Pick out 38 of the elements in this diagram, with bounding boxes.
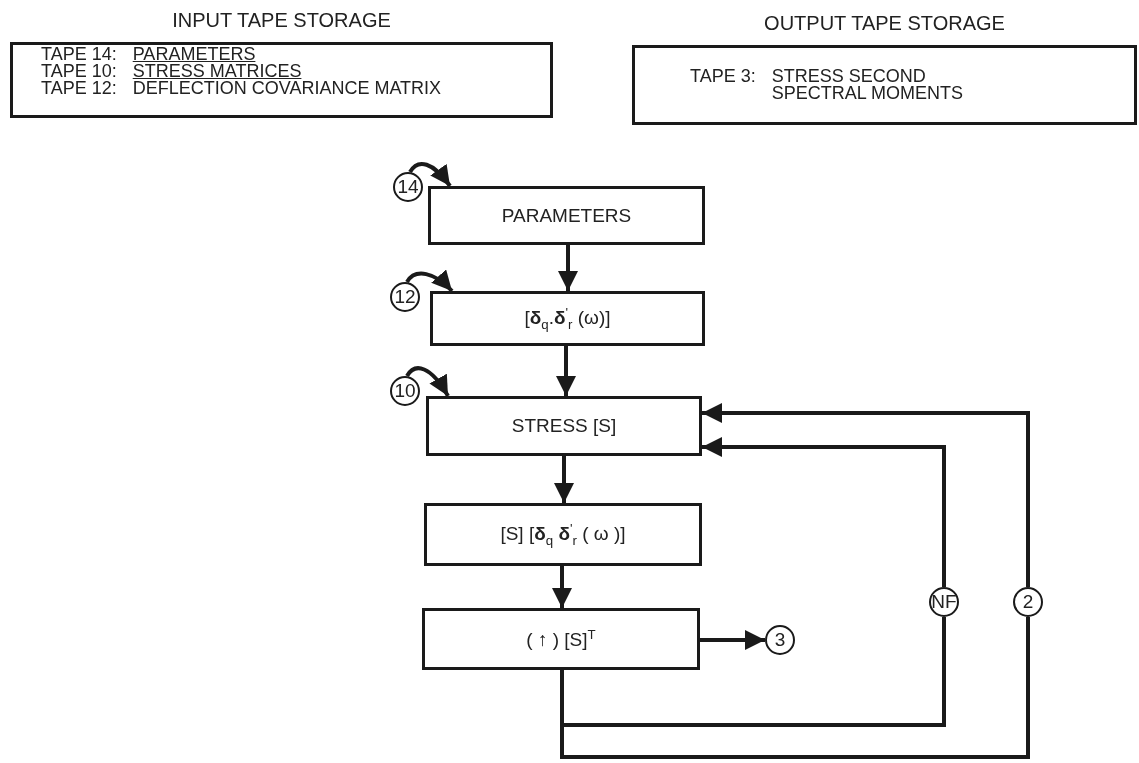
storage-heading: OUTPUT TAPE STORAGE (763, 12, 1006, 35)
process-box (426, 396, 702, 456)
arrow (405, 269, 454, 293)
box-label: [S] [δ$_{q}$ δ$^{'}$$_{r}$ ( ω )] (500, 520, 626, 549)
circle-label: 10 (394, 380, 416, 402)
storage-heading: INPUT TAPE STORAGE (171, 9, 392, 32)
tape-content: STRESS MATRICES (132, 63, 303, 80)
process-box (424, 503, 702, 566)
tape-content: PARAMETERS (132, 46, 257, 63)
box-label: [δ$_{q}$.δ$^{'}$$_{r}$ (ω)] (524, 304, 611, 333)
arrow (408, 162, 452, 188)
circle-label: 2 (1022, 591, 1034, 613)
tape-number: TAPE 14: (41, 46, 117, 63)
arrow (702, 403, 1030, 587)
box-label: ( ↑ ) [S]$^{T}$ (526, 626, 596, 652)
tape-number: TAPE 3: (690, 68, 756, 88)
process-box (430, 291, 705, 346)
box-label: STRESS [S] (511, 415, 617, 437)
box-label: PARAMETERS (501, 204, 632, 227)
circle-label: 14 (397, 176, 419, 198)
tape-number: TAPE 12: (41, 80, 117, 97)
arrow (552, 566, 572, 608)
tape-content: DEFLECTION COVARIANCE MATRIX (132, 80, 442, 97)
arrow (702, 437, 946, 587)
arrow (554, 456, 574, 503)
process-box (422, 608, 700, 670)
connector-circle (1013, 587, 1043, 617)
circle-label: 3 (774, 629, 786, 651)
tape-content: STRESS SECOND SPECTRAL MOMENTS (771, 68, 965, 102)
connector-circle (765, 625, 795, 655)
circle-label: NF (931, 591, 957, 613)
arrow (700, 630, 765, 650)
process-box (428, 186, 705, 245)
arrow (405, 366, 450, 398)
circle-label: 12 (394, 286, 416, 308)
arrow (558, 245, 578, 291)
tape-number: TAPE 10: (41, 63, 117, 80)
arrow (556, 346, 576, 396)
